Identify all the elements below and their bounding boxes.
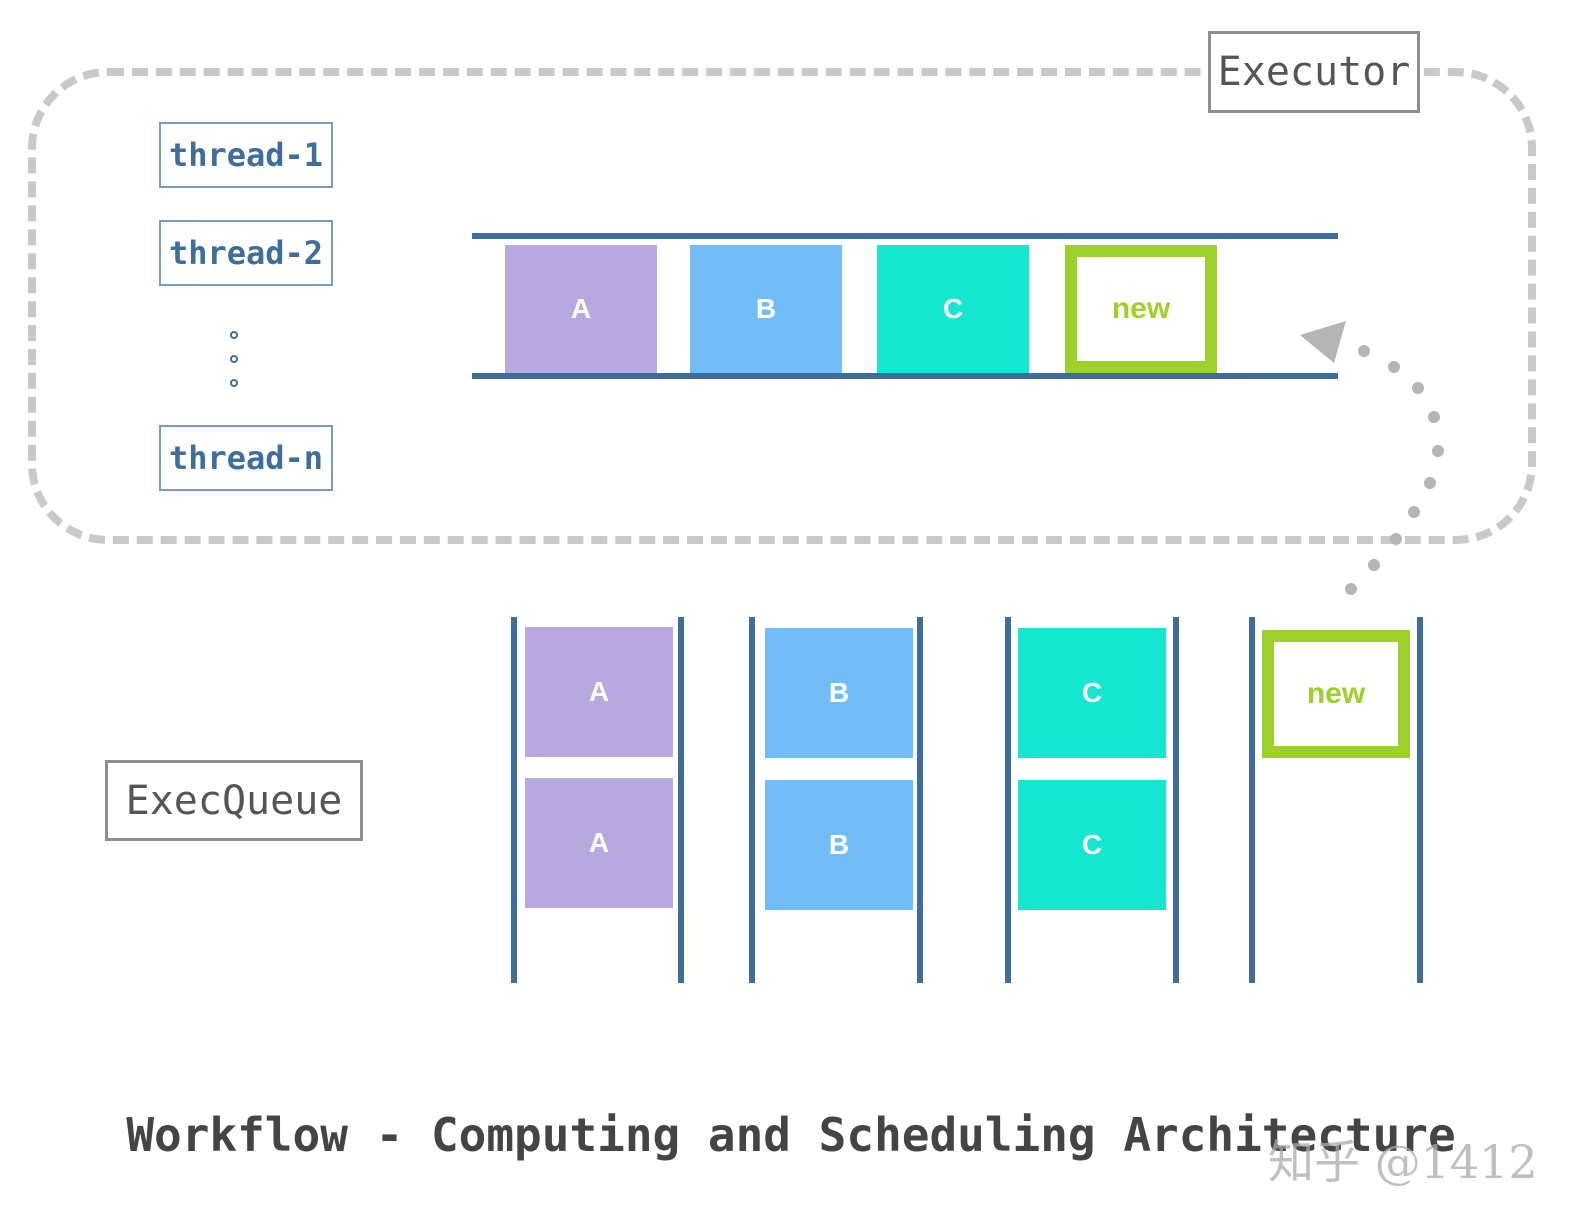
ellipsis-dot (230, 379, 238, 387)
column-c-left-rail (1005, 617, 1011, 983)
arrow-head-icon (1300, 321, 1346, 363)
column-a-left-rail (511, 617, 517, 983)
thread-1-box: thread-1 (159, 122, 333, 188)
queue-task-b-1: B (765, 628, 913, 758)
thread-n-box: thread-n (159, 425, 333, 491)
column-b-right-rail (917, 617, 923, 983)
column-a-right-rail (678, 617, 684, 983)
column-new-left-rail (1249, 617, 1255, 983)
queue-task-a-1: A (525, 627, 673, 757)
arrow-dots (1345, 345, 1444, 595)
execqueue-label: ExecQueue (105, 760, 363, 841)
executor-task-new: new (1065, 245, 1217, 373)
queue-pipe-top (472, 233, 1338, 239)
ellipsis-dot (230, 355, 238, 363)
ellipsis-dot (230, 331, 238, 339)
column-b-left-rail (749, 617, 755, 983)
queue-task-a-2: A (525, 778, 673, 908)
diagram-title: Workflow - Computing and Scheduling Arch… (126, 1108, 1456, 1162)
queue-task-b-2: B (765, 780, 913, 910)
dotted-arrow (1300, 321, 1444, 595)
executor-task-c: C (877, 245, 1029, 373)
executor-task-a: A (505, 245, 657, 373)
queue-task-new: new (1262, 630, 1410, 758)
column-new-right-rail (1417, 617, 1423, 983)
executor-task-b: B (690, 245, 842, 373)
executor-region (28, 68, 1536, 544)
queue-task-c-2: C (1018, 780, 1166, 910)
queue-task-c-1: C (1018, 628, 1166, 758)
queue-pipe-bottom (472, 373, 1338, 379)
watermark: 知乎 @1412 (1268, 1135, 1538, 1189)
column-c-right-rail (1173, 617, 1179, 983)
executor-label: Executor (1208, 31, 1420, 113)
thread-2-box: thread-2 (159, 220, 333, 286)
